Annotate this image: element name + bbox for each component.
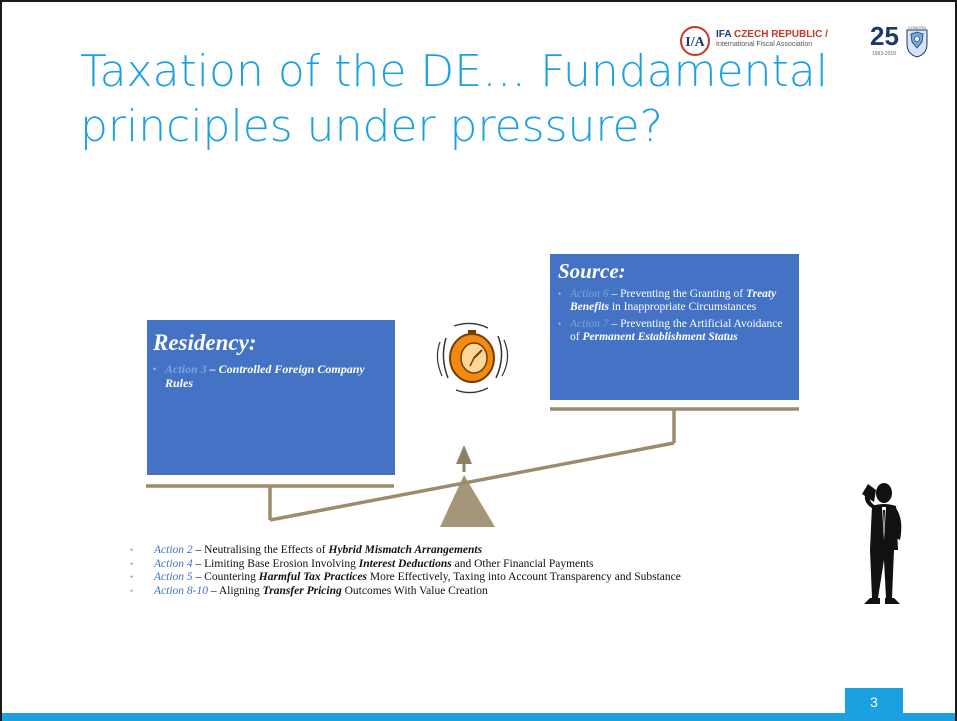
action-item-4: Action 4 – Limiting Base Erosion Involvi… [130, 558, 850, 572]
ifa-name: IFA CZECH REPUBLIC / [716, 29, 828, 40]
source-box: Source: Action 6 – Preventing the Granti… [550, 254, 799, 400]
scale-fulcrum [440, 475, 495, 527]
svg-text:I/A: I/A [685, 35, 705, 50]
residency-title: Residency: [153, 330, 257, 355]
spinning-stopwatch-icon [432, 320, 512, 396]
action-item-5: Action 5 – Countering Harmful Tax Practi… [130, 571, 850, 585]
residency-action-3: Action 3 – Controlled Foreign Company Ru… [153, 362, 389, 390]
source-title: Source: [558, 259, 626, 283]
thinking-businessman-icon [856, 480, 908, 610]
page-number: 3 [845, 688, 903, 713]
footer-bar [2, 713, 955, 721]
source-action-7: Action 7 – Preventing the Artificial Avo… [558, 318, 791, 344]
anniversary-years: 1993-2018 [872, 51, 896, 57]
scale-pointer-arrow [456, 445, 472, 464]
anniversary-number: 25 [870, 21, 899, 51]
svg-text:KOMORA: KOMORA [908, 25, 926, 30]
title-line-2: principles under pressure? [80, 101, 663, 152]
ifa-logo: I/A IFA CZECH REPUBLIC / International F… [680, 22, 932, 62]
action-item-2: Action 2 – Neutralising the Effects of H… [130, 544, 850, 558]
source-action-6: Action 6 – Preventing the Granting of Tr… [558, 288, 791, 314]
action-list: Action 2 – Neutralising the Effects of H… [130, 544, 850, 598]
ifa-subtitle: International Fiscal Association [716, 41, 813, 48]
chamber-crest-icon: KOMORA [905, 24, 929, 63]
action-item-8-10: Action 8-10 – Aligning Transfer Pricing … [130, 585, 850, 599]
ifa-circle-icon: I/A [680, 26, 710, 56]
residency-box: Residency: Action 3 – Controlled Foreign… [147, 320, 395, 475]
scale-beam [269, 441, 675, 522]
